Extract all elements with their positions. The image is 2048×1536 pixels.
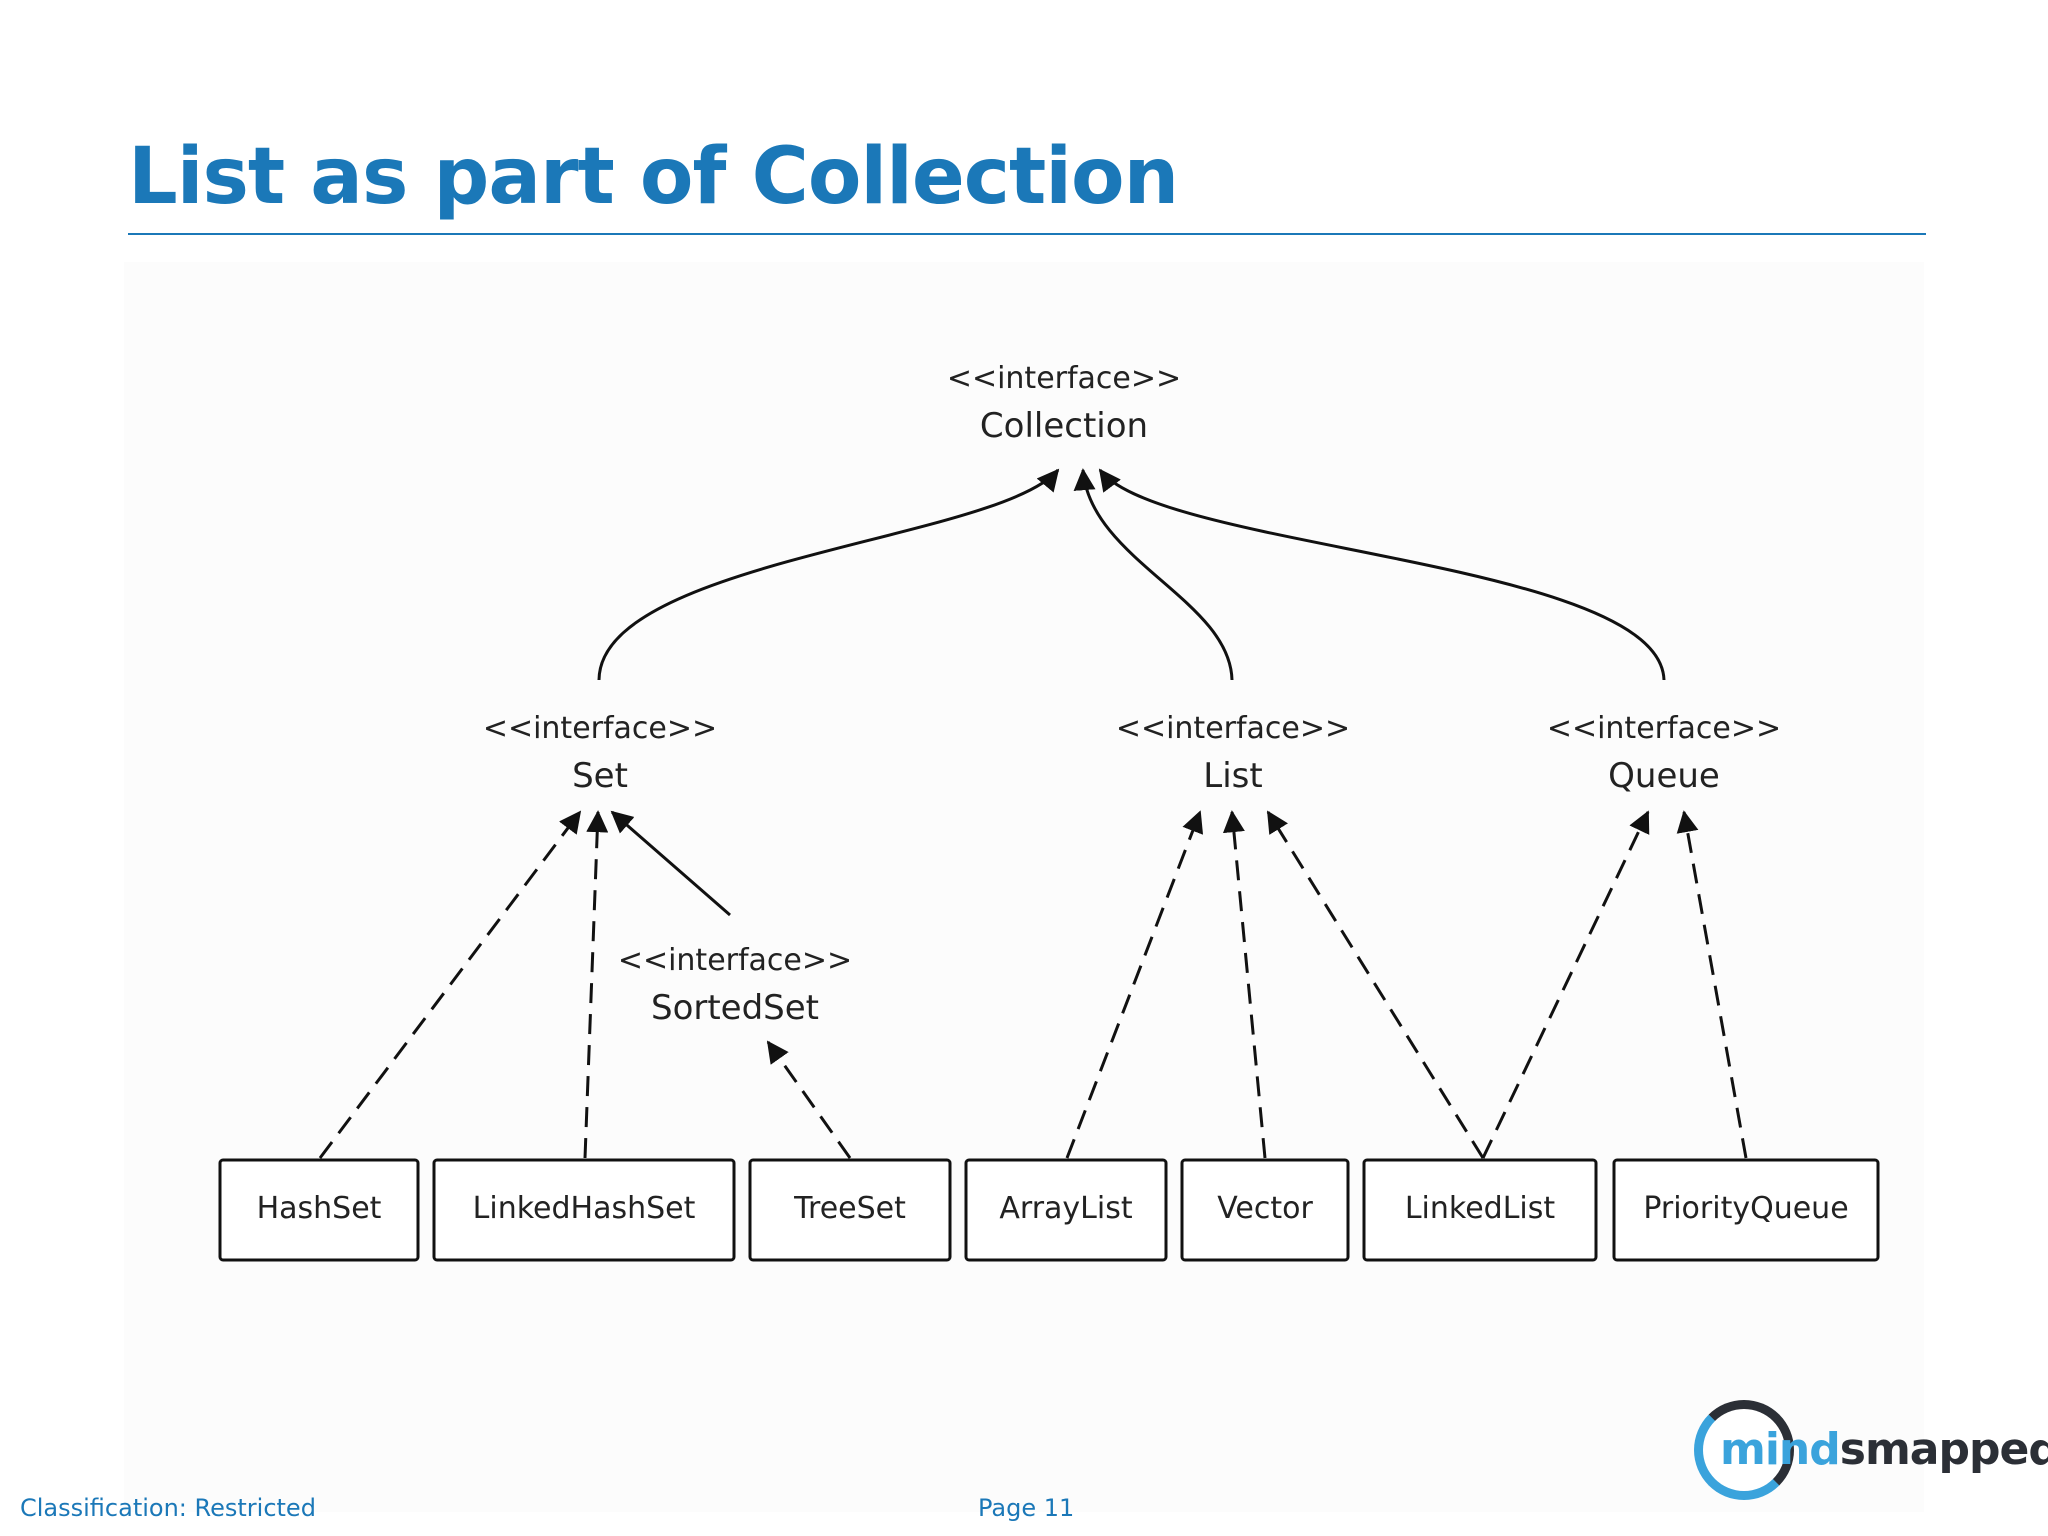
stereotype-label: <<interface>> xyxy=(947,361,1181,396)
edge-treeset-to-sortedset xyxy=(766,1040,852,1159)
class-name: LinkedList xyxy=(1405,1191,1556,1226)
edge-list-to-collection xyxy=(1073,468,1234,681)
edge-linkedlist-to-list xyxy=(1266,810,1485,1159)
class-name: HashSet xyxy=(257,1191,382,1226)
class-name: ArrayList xyxy=(999,1191,1132,1226)
interface-queue: <<interface>> Queue xyxy=(1547,711,1781,796)
class-box-treeset: TreeSet xyxy=(748,1158,952,1262)
interface-name: Set xyxy=(572,756,628,796)
interface-list: <<interface>> List xyxy=(1116,711,1350,796)
stereotype-label: <<interface>> xyxy=(618,943,852,978)
edge-arraylist-to-list xyxy=(1065,810,1204,1159)
diagram-panel xyxy=(124,262,1924,1512)
edge-linkedhashset-to-set xyxy=(583,810,609,1159)
class-name: PriorityQueue xyxy=(1643,1191,1848,1226)
interface-name: SortedSet xyxy=(651,988,819,1028)
class-box-vector: Vector xyxy=(1180,1158,1350,1262)
edge-linkedlist-to-queue xyxy=(1481,810,1650,1159)
logo-wordmark-part1: mind xyxy=(1720,1424,1841,1475)
footer-classification: Classification: Restricted xyxy=(20,1494,316,1522)
mindsmapped-logo: mindsmapped xyxy=(1686,1400,2048,1512)
edge-sortedset-to-set xyxy=(610,810,731,917)
edge-queue-to-collection xyxy=(1098,468,1666,681)
title-divider xyxy=(128,233,1926,235)
class-box-priorityqueue: PriorityQueue xyxy=(1612,1158,1880,1262)
slide-title: List as part of Collection xyxy=(128,132,1179,222)
class-name: LinkedHashSet xyxy=(473,1191,696,1226)
class-box-arraylist: ArrayList xyxy=(964,1158,1168,1262)
footer-page-number: Page 11 xyxy=(978,1494,1075,1522)
class-box-linkedlist: LinkedList xyxy=(1362,1158,1598,1262)
logo-ring-icon xyxy=(1694,1400,1794,1500)
class-name: Vector xyxy=(1217,1191,1313,1226)
stereotype-label: <<interface>> xyxy=(1116,711,1350,746)
edge-vector-to-list xyxy=(1222,810,1267,1159)
edge-set-to-collection xyxy=(597,468,1060,681)
interface-name: Collection xyxy=(980,406,1148,446)
interface-set: <<interface>> Set xyxy=(483,711,717,796)
class-box-hashset: HashSet xyxy=(218,1158,420,1262)
logo-wordmark: mindsmapped xyxy=(1720,1424,2048,1475)
class-name: TreeSet xyxy=(793,1191,906,1226)
interface-sortedset: <<interface>> SortedSet xyxy=(618,943,852,1028)
edge-hashset-to-set xyxy=(318,810,582,1159)
logo-wordmark-part2: smapped xyxy=(1839,1424,2048,1475)
interface-collection: <<interface>> Collection xyxy=(947,361,1181,446)
interface-name: List xyxy=(1203,756,1262,796)
interface-name: Queue xyxy=(1608,756,1720,796)
class-box-linkedhashset: LinkedHashSet xyxy=(432,1158,736,1262)
stereotype-label: <<interface>> xyxy=(1547,711,1781,746)
edge-priorityqueue-to-queue xyxy=(1676,810,1748,1159)
stereotype-label: <<interface>> xyxy=(483,711,717,746)
